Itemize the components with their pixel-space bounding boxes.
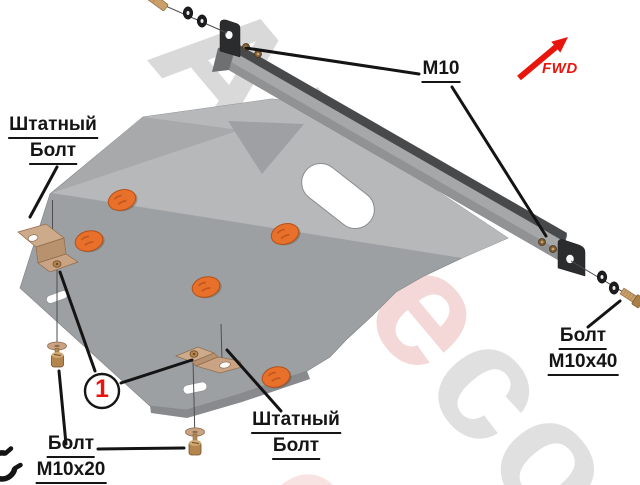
- bracket-hole: [27, 234, 39, 242]
- callout-line: М10: [421, 57, 461, 84]
- leader-lines: [28, 46, 622, 451]
- callout-line: Болт: [271, 434, 321, 461]
- callout-bolt-m10x40: Болт М10х40: [547, 324, 619, 377]
- callout-line: М10х40: [547, 350, 619, 377]
- plate-bottom-edge: [150, 371, 310, 418]
- callout-line: Болт: [28, 139, 78, 166]
- fastener-bottom-left: [47, 341, 67, 368]
- brand-sticker-icon: [261, 366, 292, 389]
- brand-sticker-icon: [107, 189, 138, 212]
- mount-bracket-center: [175, 346, 243, 374]
- wrench-icon: [0, 446, 23, 482]
- leader-m10x40: [586, 299, 622, 329]
- mount-bracket-left: [17, 223, 79, 273]
- washers-top: [182, 6, 208, 28]
- fwd-label: FWD: [542, 60, 578, 77]
- brand-stickers: [74, 189, 301, 389]
- leader-stock-bolt-top: [28, 165, 59, 219]
- skid-plate: [19, 98, 509, 418]
- leader-m10-right: [450, 85, 548, 238]
- leader-stock-bolt-bottom: [225, 348, 283, 413]
- left-bracket-hole: [225, 31, 233, 39]
- bolt-m10-top: [142, 0, 169, 11]
- item-marker-number: 1: [95, 375, 109, 404]
- fastener-bottom-center: [185, 427, 205, 456]
- leader-m10x20-left: [57, 369, 68, 446]
- callout-stock-bolt-top: Штатный Болт: [8, 113, 98, 166]
- bracket-hole: [219, 361, 231, 369]
- plate-left-facet: [52, 117, 240, 193]
- brand-sticker-icon: [74, 230, 105, 253]
- m10-beam-bolts: [242, 43, 557, 253]
- brand-sticker-icon: [191, 276, 222, 299]
- plate-crease: [228, 121, 304, 174]
- callout-m10: М10: [421, 57, 461, 84]
- callout-line: М10х20: [35, 458, 107, 485]
- callout-line: Штатный: [251, 408, 341, 435]
- brand-sticker-icon: [270, 223, 301, 246]
- leader-item1-left: [58, 270, 97, 373]
- fwd-arrow-icon: [517, 37, 568, 81]
- callout-line: Штатный: [8, 113, 98, 140]
- washers-right: [596, 270, 620, 295]
- leader-m10-left: [244, 46, 421, 76]
- callout-stock-bolt-bottom: Штатный Болт: [251, 408, 341, 461]
- beam-lower-shade: [229, 62, 562, 261]
- leader-m10x20-right: [96, 446, 186, 451]
- callout-line: Болт: [558, 324, 608, 351]
- crossbar-beam: [212, 19, 586, 277]
- callout-line: Болт: [46, 432, 96, 459]
- plate-oval-cutout: [301, 162, 375, 230]
- item-marker-circle: [83, 372, 121, 410]
- callout-bolt-m10x20: Болт М10х20: [35, 432, 107, 485]
- beam-top-edge: [234, 43, 567, 242]
- bolt-m10x40: [619, 287, 640, 309]
- leader-item1-right: [119, 358, 194, 385]
